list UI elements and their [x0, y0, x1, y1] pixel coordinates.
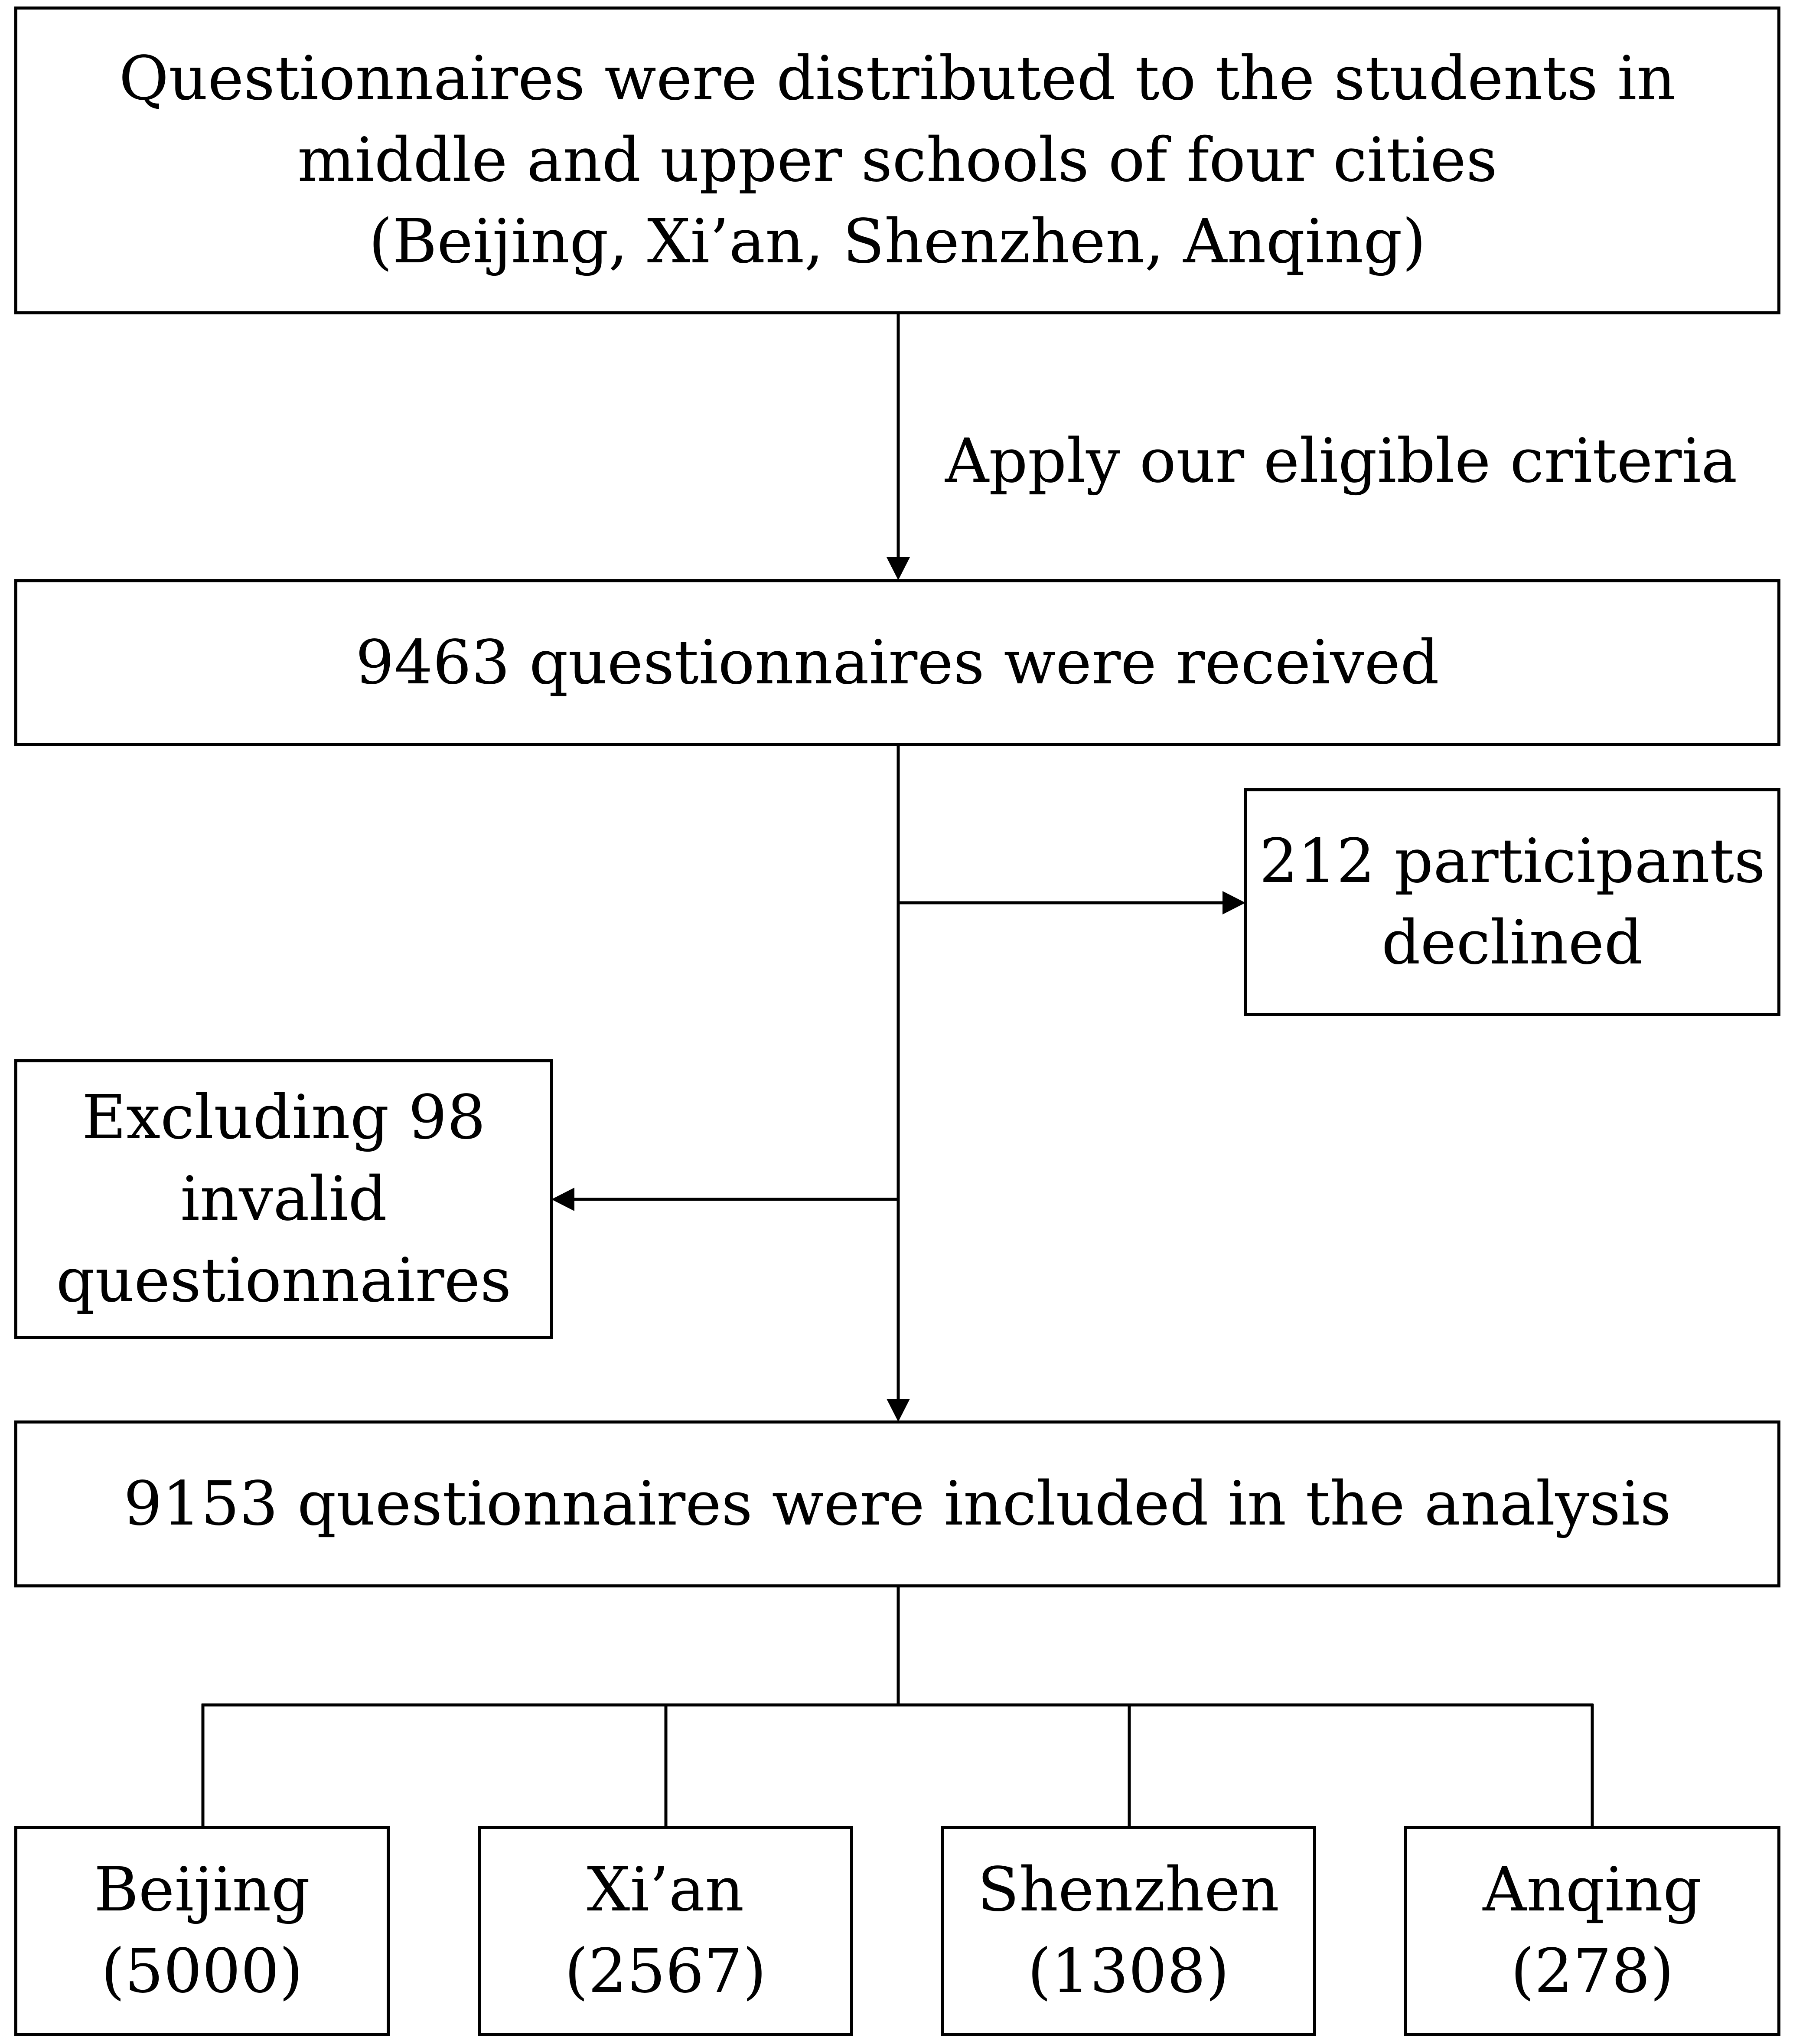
arrowhead-declined: [1222, 891, 1245, 914]
excluded-box: Excluding 98 invalid questionnaires: [14, 1059, 553, 1339]
city-box-xian: Xi’an (2567): [478, 1826, 853, 2036]
declined-box: 212 participants declined: [1244, 788, 1780, 1016]
included-box: 9153 questionnaires were included in the…: [14, 1420, 1780, 1587]
distribution-box: Questionnaires were distributed to the s…: [14, 7, 1780, 314]
city-count-xian: (2567): [564, 1936, 766, 2007]
city-count-anqing: (278): [1510, 1936, 1674, 2007]
arrowhead-included: [887, 1399, 910, 1422]
distribution-line-3: (Beijing, Xi’an, Shenzhen, Anqing): [368, 206, 1426, 277]
received-box: 9463 questionnaires were received: [14, 579, 1780, 746]
received-text: 9463 questionnaires were received: [355, 627, 1439, 698]
city-box-shenzhen: Shenzhen (1308): [941, 1826, 1316, 2036]
city-count-beijing: (5000): [101, 1936, 303, 2007]
declined-line-1: 212 participants: [1259, 826, 1766, 897]
city-box-beijing: Beijing (5000): [14, 1826, 390, 2036]
distribution-line-2: middle and upper schools of four cities: [297, 125, 1497, 196]
arrowhead-excluded: [551, 1188, 574, 1211]
distribution-line-1: Questionnaires were distributed to the s…: [119, 43, 1676, 114]
city-name-shenzhen: Shenzhen: [977, 1855, 1280, 1925]
excluded-line-1: Excluding 98: [82, 1082, 486, 1153]
city-box-anqing: Anqing (278): [1404, 1826, 1780, 2036]
city-name-beijing: Beijing: [94, 1855, 310, 1925]
criteria-label: Apply our eligible criteria: [945, 426, 1738, 496]
excluded-line-3: questionnaires: [56, 1245, 512, 1316]
excluded-line-2: invalid: [180, 1163, 387, 1234]
city-count-shenzhen: (1308): [1027, 1936, 1229, 2007]
arrowhead-received: [887, 557, 910, 580]
city-name-anqing: Anqing: [1483, 1855, 1702, 1925]
city-name-xian: Xi’an: [587, 1855, 744, 1925]
included-text: 9153 questionnaires were included in the…: [124, 1468, 1671, 1539]
declined-line-2: declined: [1381, 907, 1643, 978]
